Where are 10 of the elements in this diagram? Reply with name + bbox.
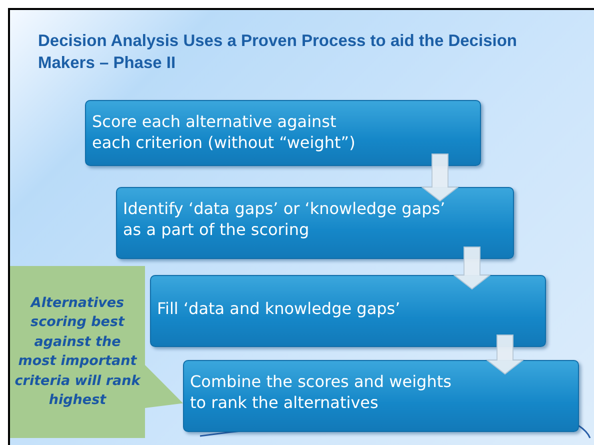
callout-pointer xyxy=(145,364,183,408)
process-box: Combine the scores and weights to rank the alternatives xyxy=(183,360,579,432)
process-box: Identify ‘data gaps’ or ‘knowledge gaps’ as a part of the scoring xyxy=(116,187,514,259)
process-box: Score each alternative against each criterion (without “weight”) xyxy=(85,100,481,166)
slide-title: Decision Analysis Uses a Proven Process to aid the Decision Makers – Phase II xyxy=(38,31,518,74)
callout-box: Alternatives scoring best against the most important criteria will rank highest xyxy=(10,266,145,438)
block-arrow xyxy=(420,154,460,202)
block-arrow xyxy=(452,246,492,290)
block-arrow xyxy=(486,334,524,375)
process-box: Fill ‘data and knowledge gaps’ xyxy=(150,275,546,347)
